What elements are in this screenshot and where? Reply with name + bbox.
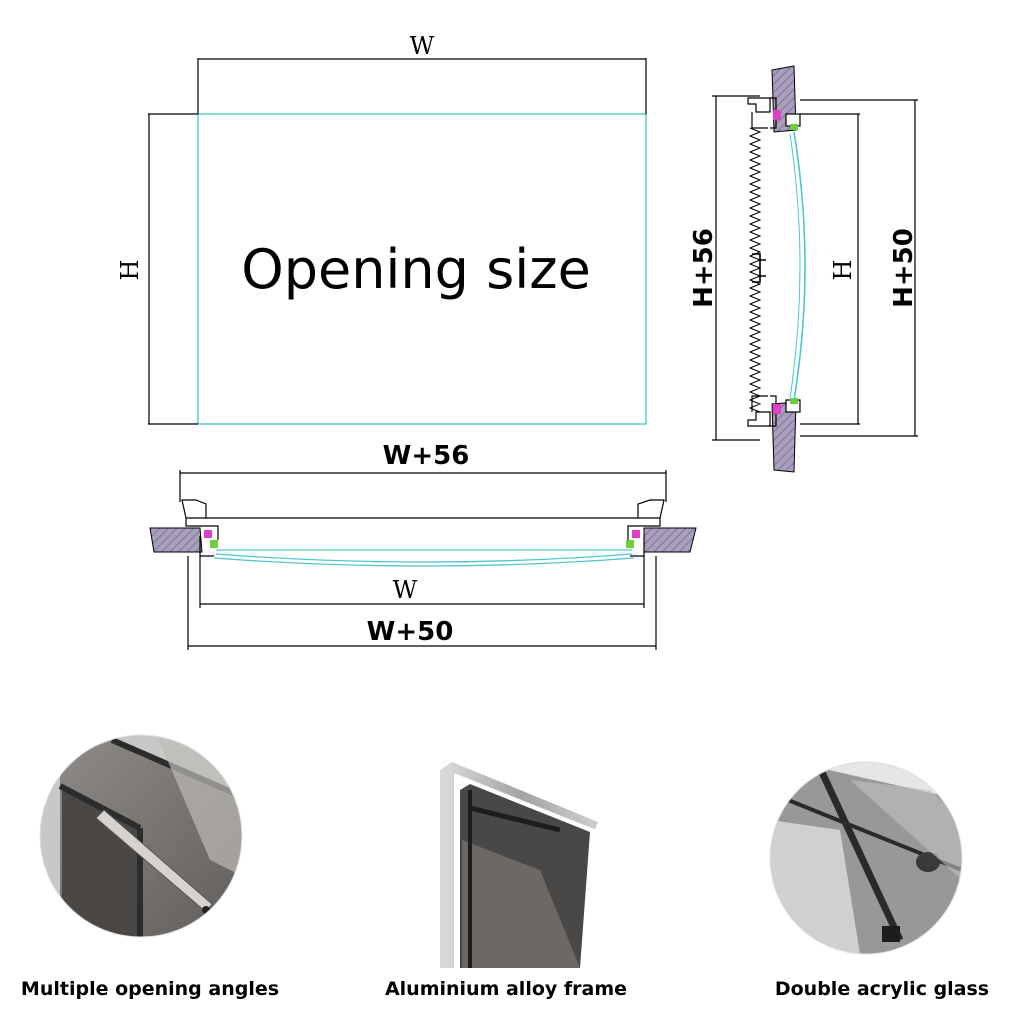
acrylic-glass-latch-photo-icon [770, 762, 962, 954]
opening-width-dimension [197, 58, 647, 114]
side-glass-pane [793, 131, 806, 401]
seal-left-green [210, 540, 218, 548]
bottom-inner-width-dimension [199, 556, 645, 608]
acrylic-photo-border [769, 761, 963, 955]
opening-size-label: Opening size [241, 238, 591, 301]
seal-right-green [626, 540, 634, 548]
side-outer-height-label: H+56 [689, 228, 719, 308]
opening-rectangle [197, 113, 647, 425]
side-height-plus-dimension [800, 99, 918, 437]
opening-height-dimension [148, 113, 198, 425]
feature-caption-opening-angles: Multiple opening angles [20, 978, 280, 1000]
wall-section-left [149, 527, 203, 553]
seal-bottom-green [790, 398, 798, 404]
side-inner-height-label: H [829, 260, 857, 281]
opening-height-label: H [116, 260, 144, 281]
seal-right-pink [632, 530, 640, 538]
blind-handle [752, 253, 766, 283]
wall-section-right [643, 527, 697, 553]
side-height-plus-label: H+50 [889, 228, 919, 308]
opening-photo-border [39, 734, 243, 938]
feature-caption-aluminium-frame: Aluminium alloy frame [384, 978, 628, 1000]
frame-corner-photo-icon [440, 762, 598, 968]
bottom-glass-pane [213, 549, 635, 567]
bottom-inner-width-label: W [393, 576, 418, 604]
seal-left-pink [204, 530, 212, 538]
seal-top-green [790, 124, 798, 130]
bottom-section-view: W+56 W W+50 [149, 441, 697, 650]
feature-caption-acrylic-glass: Double acrylic glass [774, 978, 990, 1000]
opening-stay-arm-photo-icon [40, 735, 242, 937]
bottom-outer-width-label: W+56 [383, 441, 470, 471]
bottom-width-plus-dimension [187, 556, 657, 650]
frame-profile-top [747, 97, 801, 129]
seal-bottom-pink [773, 404, 781, 414]
side-outer-height-dimension [712, 95, 760, 441]
side-inner-height-dimension [800, 113, 860, 425]
bottom-outer-width-dimension [179, 470, 667, 502]
seal-top-pink [773, 110, 781, 120]
opening-size-view: W H Opening size [116, 32, 647, 425]
bottom-width-plus-label: W+50 [367, 617, 454, 647]
opening-width-label: W [410, 32, 435, 60]
side-glass-pane-inner [789, 133, 801, 399]
blind-pleats [748, 127, 762, 413]
side-section-view: H+56 H H+50 [689, 65, 919, 473]
